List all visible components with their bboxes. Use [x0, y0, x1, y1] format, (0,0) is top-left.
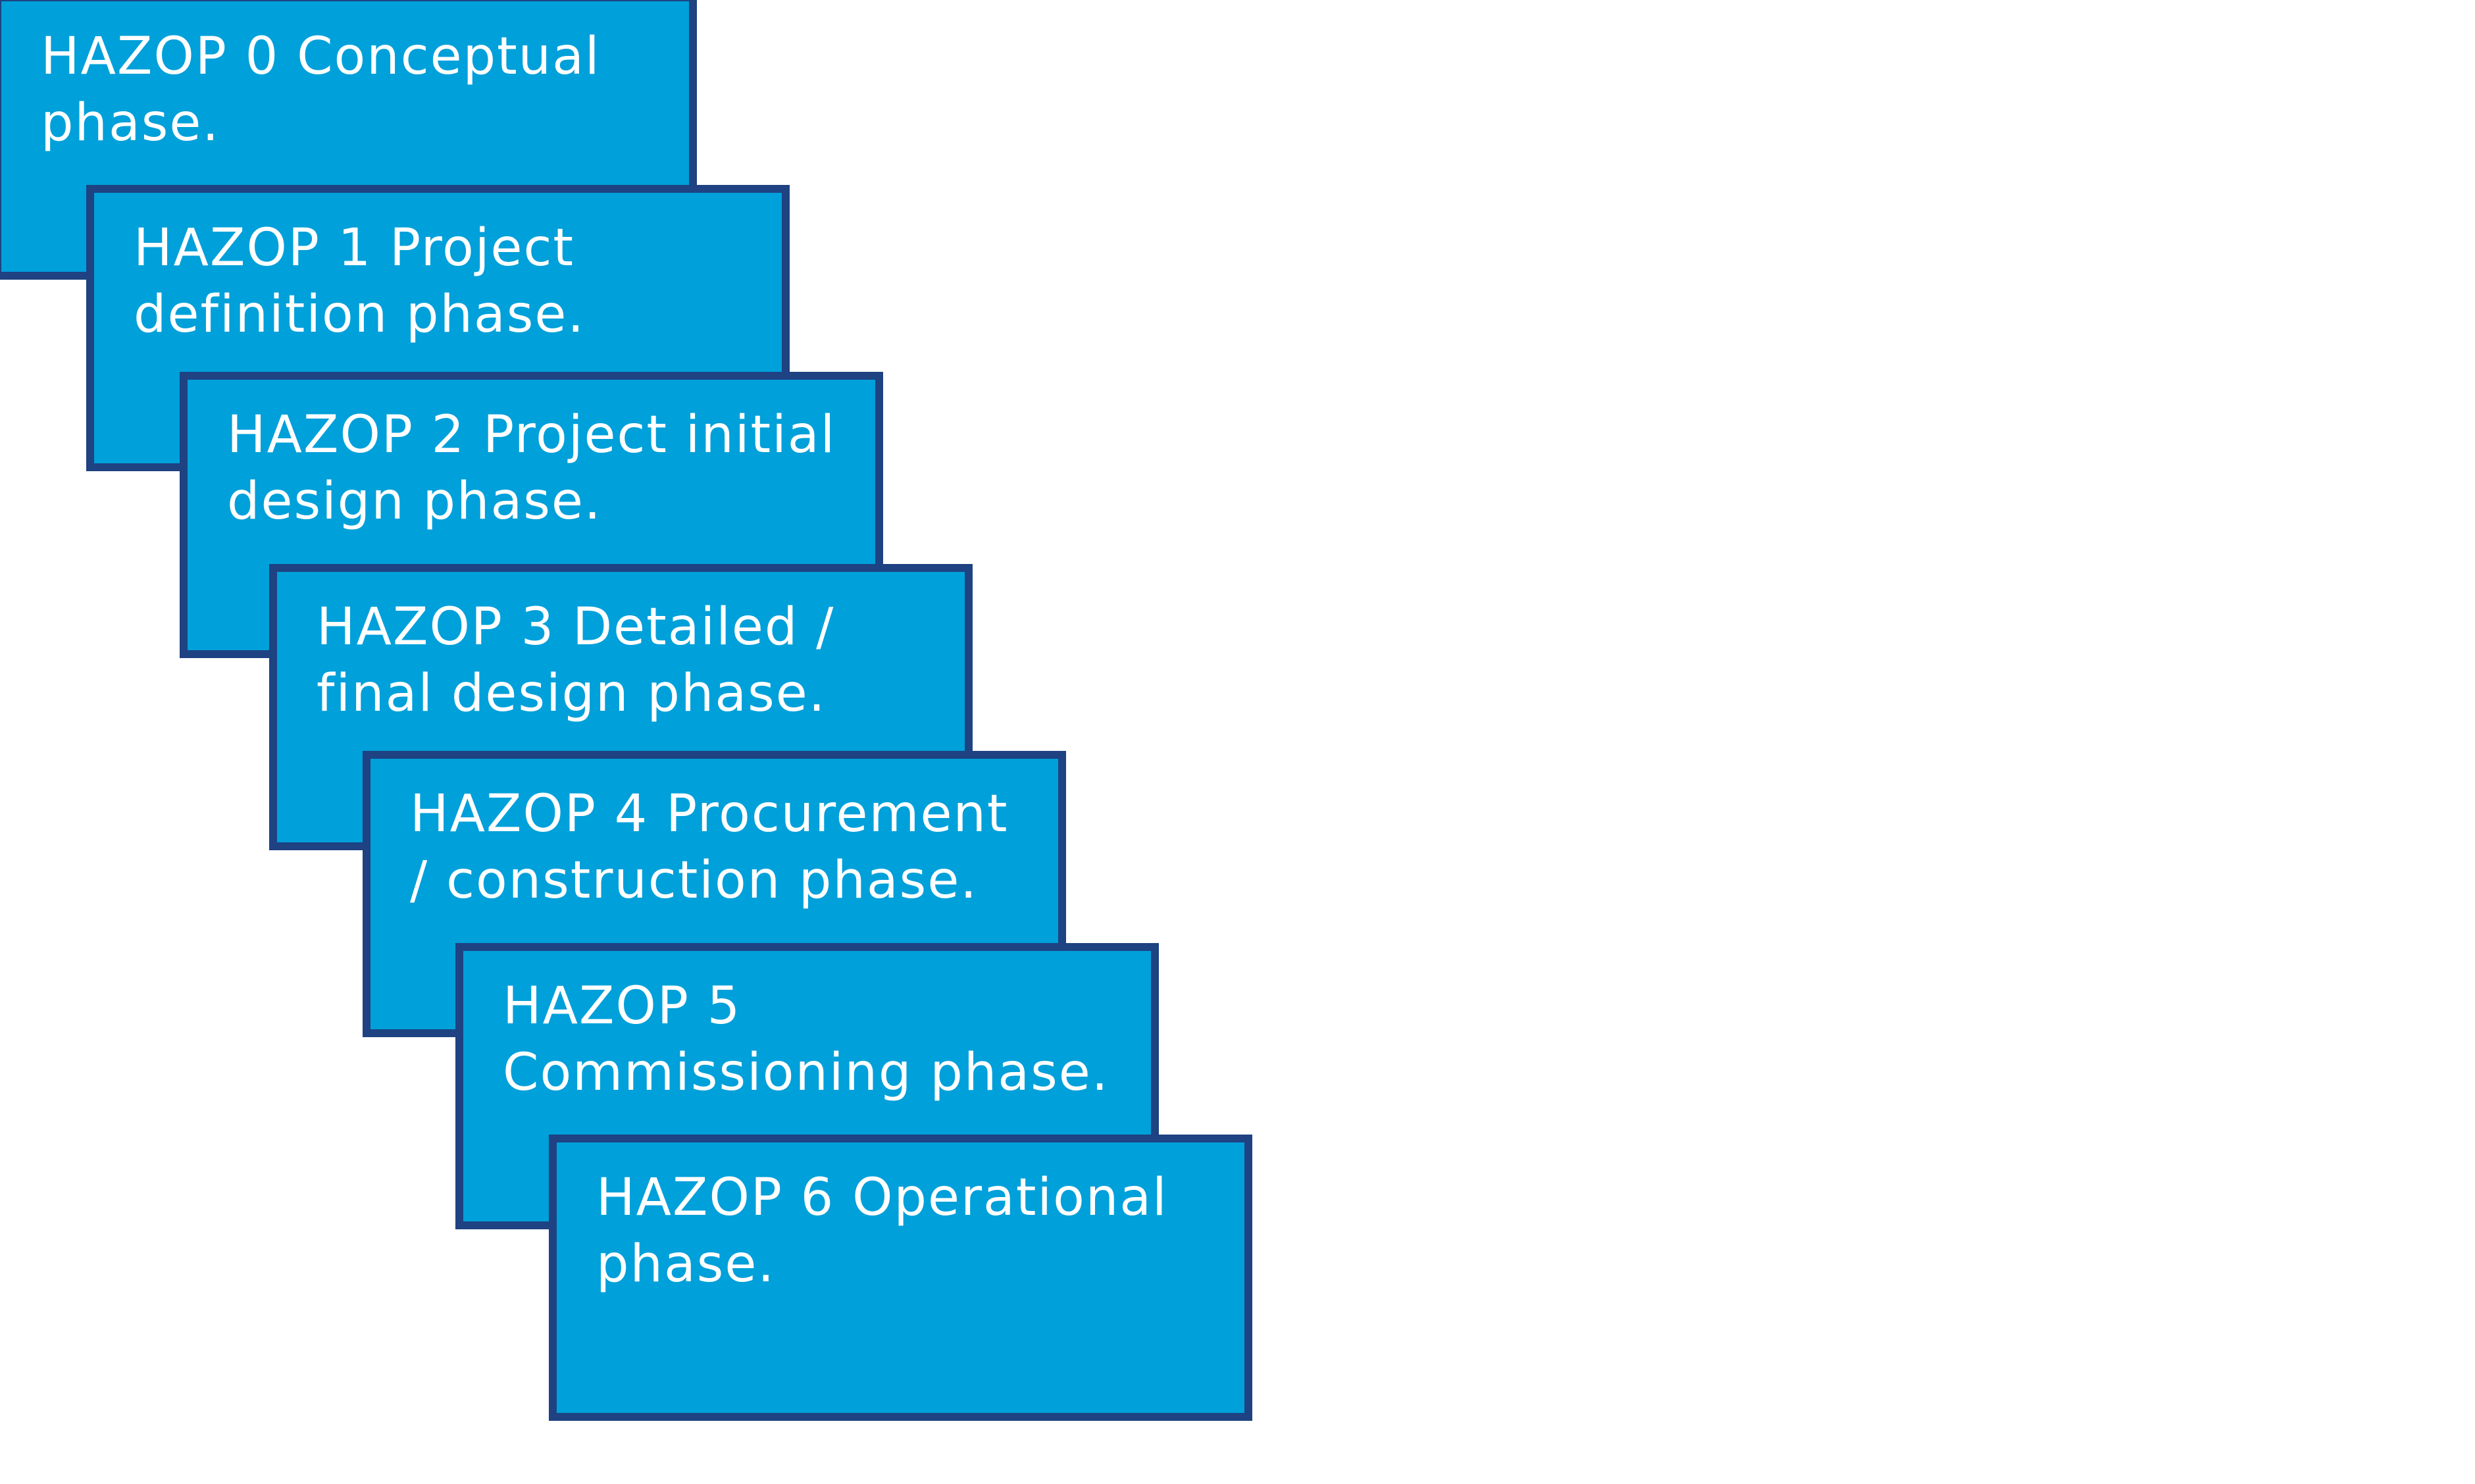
phase-label-line-1: HAZOP 6 Operational [596, 1168, 1168, 1227]
phase-label-line-2: final design phase. [317, 664, 827, 723]
phase-label-line-1: HAZOP 0 Conceptual [41, 27, 601, 86]
phase-label-line-2: phase. [41, 93, 220, 153]
phase-label-line-2: design phase. [227, 472, 602, 531]
phase-label-line-1: HAZOP 2 Project initial [227, 405, 836, 465]
phase-label-line-1: HAZOP 1 Project [134, 218, 574, 278]
phase-label-line-1: HAZOP 4 Procurement [410, 784, 1009, 844]
phase-label-line-2: definition phase. [134, 285, 586, 344]
phase-label-line-2: phase. [596, 1235, 776, 1294]
phase-label-line-2: Commissioning phase. [503, 1043, 1110, 1102]
phase-label-line-1: HAZOP 5 [503, 977, 742, 1036]
phase-label-line-1: HAZOP 3 Detailed / [317, 598, 835, 657]
phase-label-line-2: / construction phase. [410, 851, 979, 910]
phase-box-hazop-6: HAZOP 6 Operational phase. [549, 1135, 1252, 1421]
